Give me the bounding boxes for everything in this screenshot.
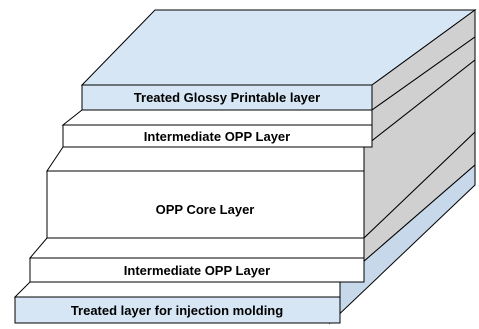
label-intermediate-lower: Intermediate OPP Layer [124, 263, 270, 278]
layer-intermediate-upper-front [62, 124, 373, 148]
shelf-intermediate-lower [28, 237, 365, 259]
shelf-intermediate-upper [61, 109, 373, 126]
layer-top-front [81, 84, 373, 111]
label-bottom-layer: Treated layer for injection molding [71, 303, 283, 318]
shelf-core [46, 146, 365, 172]
layer-bottom-front [14, 296, 341, 324]
label-core-layer: OPP Core Layer [156, 202, 255, 217]
label-intermediate-upper: Intermediate OPP Layer [144, 129, 290, 144]
label-top-layer: Treated Glossy Printable layer [134, 90, 320, 105]
shelf-bottom [13, 281, 341, 298]
layer-intermediate-lower-front [29, 257, 365, 283]
layer-core-front [46, 170, 365, 239]
